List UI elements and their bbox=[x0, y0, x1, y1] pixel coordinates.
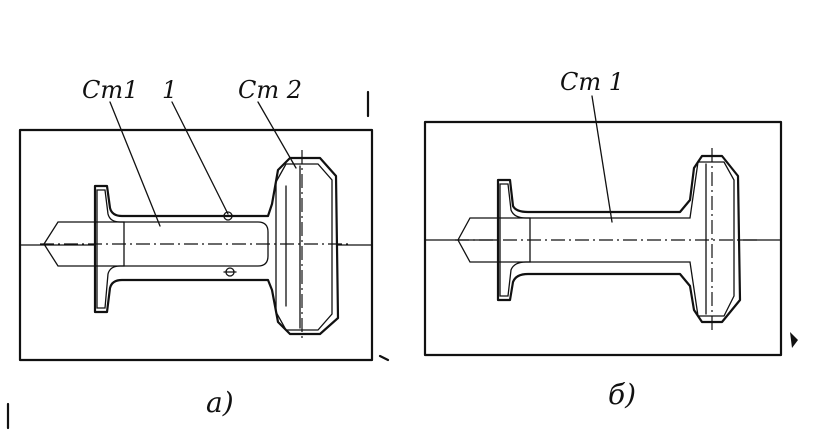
leader-st2-a bbox=[257, 101, 297, 169]
caption-a: а) bbox=[206, 386, 234, 419]
part-st1-flange-b bbox=[499, 183, 531, 297]
label-1-a: 1 bbox=[162, 76, 177, 104]
figure-a: Cm1 1 Cm 2 а) bbox=[6, 76, 390, 430]
leader-st1-a bbox=[109, 101, 161, 227]
part-st1-flange-a bbox=[96, 189, 125, 309]
caption-b: б) bbox=[608, 378, 636, 411]
mold-block-b bbox=[423, 120, 783, 357]
marker-top-a bbox=[221, 211, 235, 221]
leader-1-a bbox=[171, 101, 229, 215]
cavity-b bbox=[496, 154, 742, 324]
part-st1-b bbox=[457, 161, 735, 317]
part-st1-a bbox=[43, 221, 269, 267]
insert-st2-a bbox=[275, 163, 333, 331]
marker-bottom-a bbox=[223, 267, 237, 277]
leader-st1-b bbox=[591, 95, 613, 223]
figure-b: Cm 1 б) bbox=[423, 68, 798, 411]
label-st1-b: Cm 1 bbox=[560, 68, 624, 96]
label-st1-a: Cm1 bbox=[82, 76, 138, 104]
label-st2-a: Cm 2 bbox=[238, 76, 302, 104]
cavity-a bbox=[93, 156, 340, 336]
